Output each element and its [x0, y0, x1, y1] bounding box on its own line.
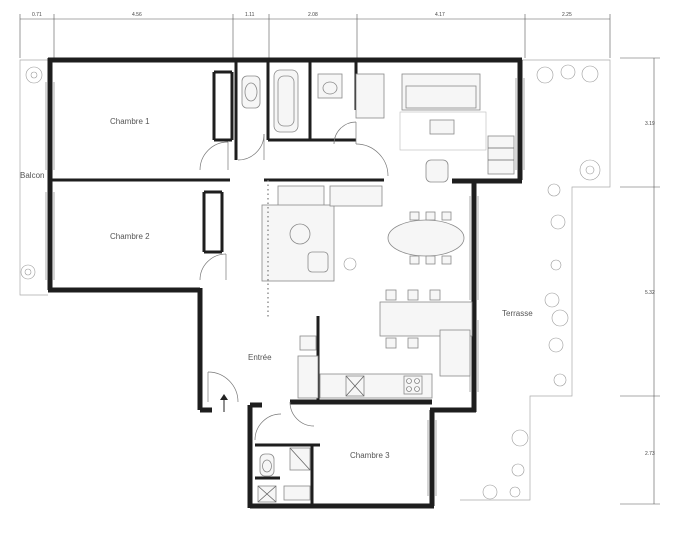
interior-walls	[50, 60, 384, 506]
label-chambre-3: Chambre 3	[350, 451, 390, 460]
plant-decorations	[20, 64, 601, 500]
terrace-outline	[19, 59, 611, 501]
dim-right-2: 5.32	[645, 290, 655, 296]
label-balcon: Balcon	[20, 171, 44, 180]
dim-top-6: 2.25	[562, 12, 572, 18]
furniture	[220, 69, 515, 503]
doors	[199, 121, 389, 441]
dim-top-1: 0.71	[32, 12, 42, 18]
label-chambre-1: Chambre 1	[110, 117, 150, 126]
dim-right-3: 2.73	[645, 451, 655, 457]
label-chambre-2: Chambre 2	[110, 232, 150, 241]
dim-top-5: 4.17	[435, 12, 445, 18]
dim-top-3: 1.11	[245, 12, 255, 18]
dim-top-2: 4.56	[132, 12, 142, 18]
label-entree: Entrée	[248, 353, 272, 362]
right-dimensions: 3.19 5.32 2.73	[620, 57, 660, 505]
room-labels: Chambre 1 Chambre 2 Chambre 3 Entrée Bal…	[20, 117, 533, 460]
dim-right-1: 3.19	[645, 121, 655, 127]
top-dimensions: 0.71 4.56 1.11 2.08 4.17 2.25	[19, 12, 611, 58]
dim-top-4: 2.08	[308, 12, 318, 18]
label-terrasse: Terrasse	[502, 309, 533, 318]
exterior-walls	[47, 57, 523, 509]
